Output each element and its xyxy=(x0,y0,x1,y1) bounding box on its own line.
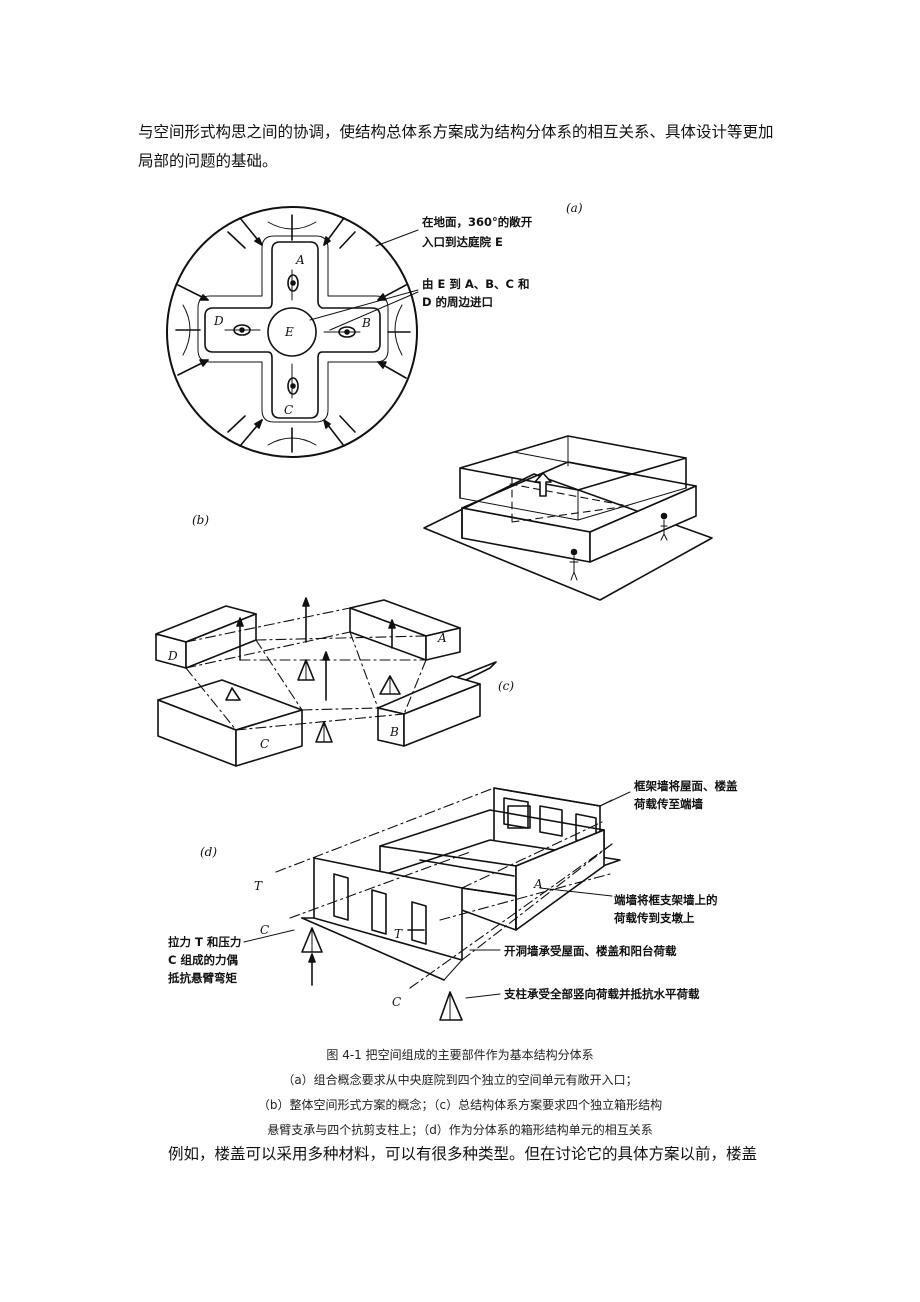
paragraph-bottom: 例如，楼盖可以采用多种材料，可以有很多种类型。但在讨论它的具体方案以前，楼盖 xyxy=(168,1145,758,1163)
note-a-open-entry-1: 在地面，360°的敞开 xyxy=(422,215,533,229)
note-d-end-wall-2: 荷载传到支墩上 xyxy=(613,911,695,925)
label-unit-a-d: A xyxy=(533,877,543,891)
paragraph-top: 与空间形式构思之间的协调，使结构总体系方案成为结构分体系的相互关系、具体设计等更… xyxy=(138,123,774,170)
caption-line-4: 悬臂支承与四个抗剪支柱上；（d）作为分体系的箱形结构单元的相互关系 xyxy=(267,1123,653,1137)
label-unit-c-plan: C xyxy=(284,403,293,417)
caption-line-3: （b）整体空间形式方案的概念；（c）总结构体系方案要求四个独立箱形结构 xyxy=(257,1098,663,1112)
note-a-perimeter-2: D 的周边进口 xyxy=(422,295,493,309)
force-c-bottom: C xyxy=(392,995,401,1009)
caption-line-2: （a）组合概念要求从中央庭院到四个独立的空间单元有敞开入口； xyxy=(282,1073,638,1087)
force-c-left: C xyxy=(260,923,269,937)
figure-d-relation xyxy=(243,787,631,1021)
label-unit-e: E xyxy=(284,325,294,339)
label-unit-d: D xyxy=(167,649,178,663)
label-unit-b-c: B xyxy=(389,725,399,739)
note-d-couple-1: 拉力 T 和压力 xyxy=(168,935,241,949)
label-unit-a: A xyxy=(295,253,305,267)
figure-b-concept xyxy=(423,435,713,601)
note-d-pier: 支柱承受全部竖向荷载并抵抗水平荷载 xyxy=(503,987,700,1001)
note-d-frame-wall-2: 荷载传至端墙 xyxy=(633,797,703,811)
label-unit-a-c: A xyxy=(437,631,447,645)
caption-title: 图 4-1 把空间组成的主要部件作为基本结构分体系 xyxy=(326,1048,594,1062)
label-b: (b) xyxy=(192,513,209,527)
label-d: (d) xyxy=(200,845,217,859)
note-d-perforated-wall: 开洞墙承受屋面、楼盖和阳台荷载 xyxy=(504,944,677,958)
label-c: (c) xyxy=(498,679,514,693)
figure-c-system xyxy=(155,597,497,767)
note-d-end-wall-1: 端墙将框支架墙上的 xyxy=(614,893,718,907)
label-a: (a) xyxy=(566,201,583,215)
figure-a-plan xyxy=(166,206,419,458)
label-unit-b: B xyxy=(361,316,371,330)
note-d-couple-2: C 组成的力偶 xyxy=(168,953,238,967)
note-d-frame-wall-1: 框架墙将屋面、楼盖 xyxy=(634,779,738,793)
note-a-open-entry-2: 入口到达庭院 E xyxy=(422,235,503,249)
label-unit-d-plan: D xyxy=(213,314,224,328)
label-unit-c: C xyxy=(260,737,269,751)
note-a-perimeter-1: 由 E 到 A、B、C 和 xyxy=(422,277,529,291)
note-d-couple-3: 抵抗悬臂弯矩 xyxy=(168,971,237,985)
force-t-mid: T xyxy=(394,927,403,941)
force-t-left: T xyxy=(254,879,263,893)
